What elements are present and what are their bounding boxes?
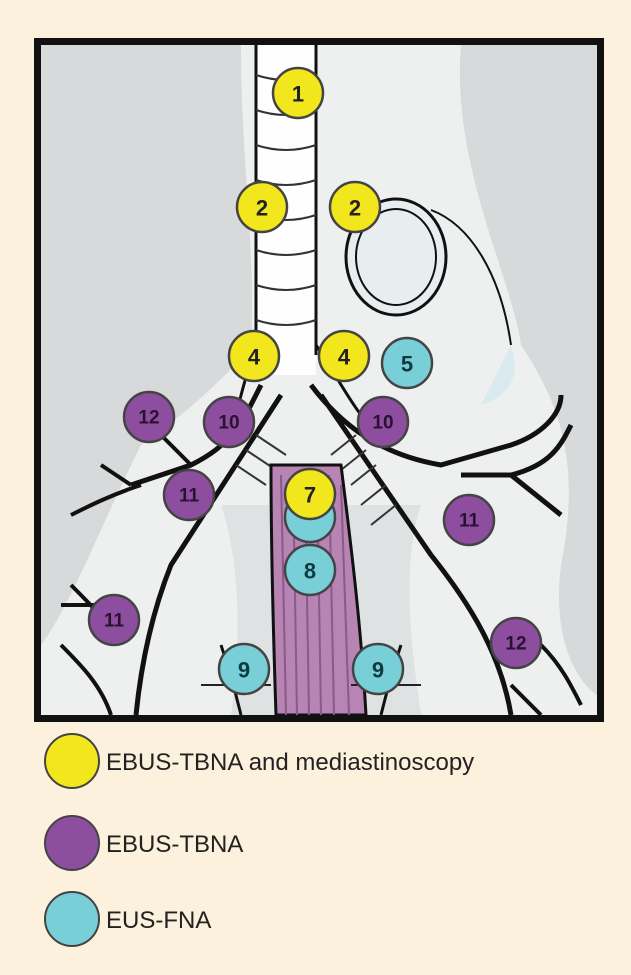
left-lung-shading xyxy=(460,45,597,695)
lymph-node-station-11-purple: 11 xyxy=(444,495,494,545)
legend-label: EBUS-TBNA and mediastinoscopy xyxy=(106,749,474,777)
lymph-node-station-4-yellow: 4 xyxy=(229,331,279,381)
lymph-node-station-8-cyan: 8 xyxy=(285,545,335,595)
station-number: 5 xyxy=(401,352,413,377)
lymph-node-station-2-yellow: 2 xyxy=(330,182,380,232)
station-number: 4 xyxy=(338,345,351,370)
station-number: 4 xyxy=(248,345,261,370)
right-lung-shading xyxy=(41,45,252,645)
legend-item-ebus-tbna: EBUS-TBNA xyxy=(44,815,604,873)
lymph-node-station-12-purple: 12 xyxy=(124,392,174,442)
station-number: 10 xyxy=(372,413,393,434)
lymph-node-station-11-purple: 11 xyxy=(89,595,139,645)
lymph-node-station-11-purple: 11 xyxy=(164,470,214,520)
station-number: 12 xyxy=(138,408,159,429)
legend-item-eus-fna: EUS-FNA xyxy=(44,891,604,949)
station-number: 9 xyxy=(238,658,250,683)
station-number: 9 xyxy=(372,658,384,683)
station-number: 12 xyxy=(505,634,526,655)
lymph-node-station-10-purple: 10 xyxy=(358,397,408,447)
station-number: 10 xyxy=(218,413,239,434)
lymph-node-station-9-cyan: 9 xyxy=(353,644,403,694)
legend-item-ebus-tbna-and-mediastinoscopy: EBUS-TBNA and mediastinoscopy xyxy=(44,733,604,791)
legend-label: EUS-FNA xyxy=(106,907,211,935)
station-number: 2 xyxy=(349,196,361,221)
lymph-node-station-4-yellow: 4 xyxy=(319,331,369,381)
legend-swatch-cyan xyxy=(44,891,100,947)
legend-swatch-purple xyxy=(44,815,100,871)
lymph-node-station-10-purple: 10 xyxy=(204,397,254,447)
legend-label: EBUS-TBNA xyxy=(106,831,243,859)
station-number: 11 xyxy=(179,486,200,507)
lymph-node-station-9-cyan: 9 xyxy=(219,644,269,694)
station-number: 2 xyxy=(256,196,268,221)
station-number: 7 xyxy=(304,483,316,508)
lymph-node-station-2-yellow: 2 xyxy=(237,182,287,232)
lymph-node-station-5-cyan: 5 xyxy=(382,338,432,388)
station-number: 11 xyxy=(459,511,480,532)
station-number: 11 xyxy=(104,611,125,632)
lymph-node-station-1-yellow: 1 xyxy=(273,68,323,118)
station-number: 8 xyxy=(304,559,316,584)
lymph-node-station-7-yellow: 7 xyxy=(285,469,335,519)
legend-swatch-yellow xyxy=(44,733,100,789)
lymph-node-station-12-purple: 12 xyxy=(491,618,541,668)
station-number: 1 xyxy=(292,82,304,107)
